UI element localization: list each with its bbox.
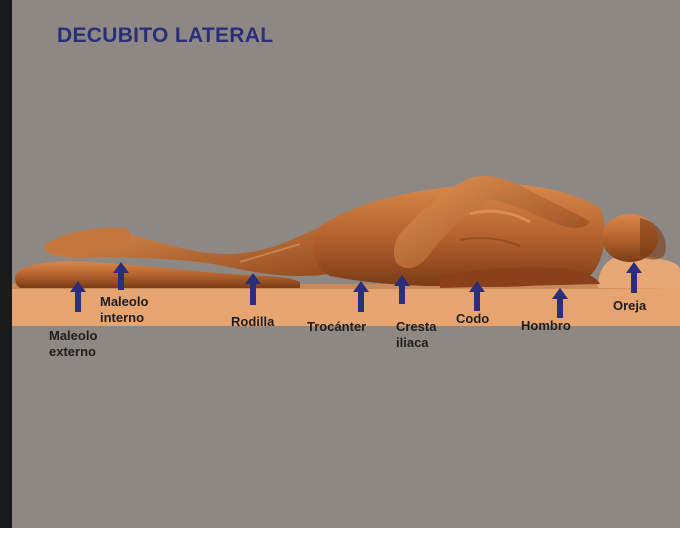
label-trocanter: Trocánter: [307, 319, 366, 335]
label-maleolo-interno: Maleolo interno: [100, 294, 148, 326]
label-oreja: Oreja: [613, 298, 646, 314]
slide-title: DECUBITO LATERAL: [57, 24, 273, 48]
label-codo: Codo: [456, 311, 489, 327]
bottom-border: [0, 528, 680, 533]
label-maleolo-externo: Maleolo externo: [49, 328, 97, 360]
label-rodilla: Rodilla: [231, 314, 274, 330]
left-border: [0, 0, 12, 533]
label-hombro: Hombro: [521, 318, 571, 334]
label-cresta-iliaca: Cresta iliaca: [396, 319, 436, 351]
